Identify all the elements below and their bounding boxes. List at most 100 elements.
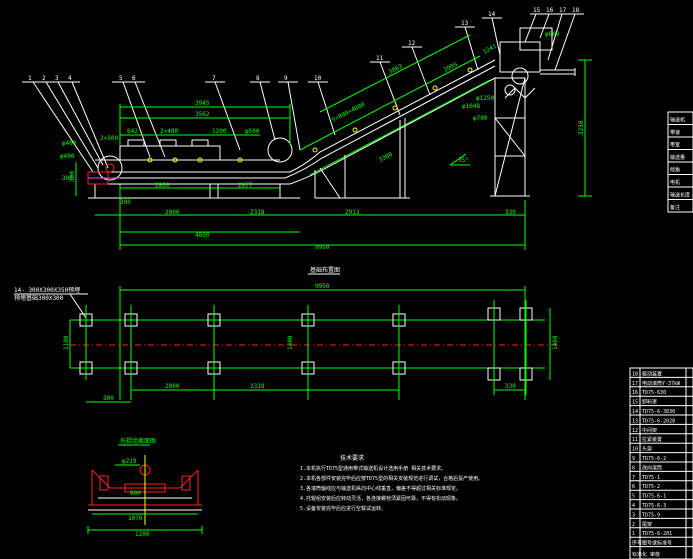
pulleys <box>97 67 529 181</box>
plan-dim-2318: 2318 <box>250 383 265 390</box>
bom-row-name: 电动滚筒Y-37kW <box>642 380 681 387</box>
balloon-11: 11 <box>376 55 384 62</box>
section-title: 托辊组截面图 <box>120 437 156 445</box>
bom-row-name: TD75-6-2028 <box>642 418 675 424</box>
bom-row-number: 13 <box>632 418 638 424</box>
part-balloons: 1 2 3 4 5 6 7 8 9 10 1 <box>22 7 584 173</box>
dimensions-incline: 3863 3995 φ1048 φ1250 1241 φ700 5×800=40… <box>319 34 498 166</box>
bend-pulley <box>267 137 293 163</box>
tech-title: 技术要求 <box>340 454 364 462</box>
dim-2x480: 2×480 <box>160 128 178 135</box>
balloon-12: 12 <box>408 40 416 47</box>
bom-row-name: 中间架 <box>642 427 657 434</box>
dim-left-300: 300 <box>69 171 76 182</box>
dim-3562: 3562 <box>195 111 210 118</box>
balloon-14: 14 <box>488 11 496 18</box>
balloon-3: 3 <box>55 75 59 82</box>
balloon-6: 6 <box>132 75 136 82</box>
dim-330: 330 <box>505 209 516 216</box>
idler-section: 托辊组截面图 φ219 800 1070 1200 <box>87 437 203 538</box>
balloon-8: 8 <box>256 75 260 82</box>
bom-row-number: 16 <box>632 390 638 396</box>
incline-angle: 35° <box>458 157 469 164</box>
dim-642: 642 <box>127 128 138 135</box>
dim-3250: 3250 <box>578 120 585 135</box>
bom-row-name: TD75-6-3030 <box>642 409 675 415</box>
balloon-1: 1 <box>28 75 32 82</box>
bom-row-name: TD75-6-2 <box>642 456 666 462</box>
bom-row-number: 12 <box>632 428 638 434</box>
balloon-18: 18 <box>572 7 580 14</box>
dim-9950: 9950 <box>315 244 330 251</box>
plan-dim-2800: 2800 <box>165 383 180 390</box>
dimensions-left: 300 φ400 <box>60 153 77 196</box>
bom-row-name: 图号或标准号 <box>642 540 672 547</box>
tail-detail <box>87 171 120 185</box>
bom-row-number: 11 <box>632 437 638 443</box>
plan-note-1: 14- 300X300X350预埋 <box>14 286 80 294</box>
foundation-pads <box>79 307 533 381</box>
tech-item-4: 4.托辊组安装后应转动灵活，各连接螺栓须紧固可靠，不得有松动现象。 <box>300 495 461 502</box>
bom-row-name: 拉紧装置 <box>642 436 662 443</box>
spec-row-label: 电机 <box>670 179 680 186</box>
bom-row-name: 卸料罩 <box>642 399 657 406</box>
dim-2800-a: 2800 <box>155 182 170 189</box>
bom-row-number: 6 <box>632 484 635 490</box>
dim-4800: 4800 <box>195 232 210 239</box>
bom-row-name: TD75-630 <box>642 390 666 396</box>
tech-item-1: 1.本机执行TD75型通用带式输送机设计选用手册 相关技术要求。 <box>300 465 446 472</box>
plan-dim-1460: 1460 <box>552 335 559 350</box>
plan-dim-1400: 1400 <box>287 335 294 350</box>
balloon-13: 13 <box>461 20 469 27</box>
dim-phi700: φ700 <box>473 115 488 122</box>
balloon-4: 4 <box>68 75 72 82</box>
bom-row-name: TD75-6-201 <box>642 531 672 537</box>
bom-row-number: 序号 <box>632 540 642 547</box>
dim-2318: 2318 <box>250 209 265 216</box>
dimensions-top: 3945 3562 642 2×480 1200 2×500 φ400 φ500… <box>62 100 291 182</box>
elevation-view: 1 2 3 4 5 6 7 8 9 10 1 <box>22 7 592 251</box>
bom-row-number: 5 <box>632 494 635 500</box>
dim-phi1250: φ1250 <box>476 95 494 102</box>
dim-1241: 1241 <box>482 43 498 56</box>
spec-row-label: 倾角 <box>670 167 680 174</box>
section-dim-phi219: φ219 <box>122 458 137 465</box>
section-dim-1070: 1070 <box>128 515 143 522</box>
tech-item-3: 3.各滚筒轴线应与输送机纵向中心线垂直，偏差不得超过相关标准规定。 <box>300 485 461 492</box>
bom-row-name: TD75-6-1 <box>642 494 666 500</box>
bom-row-number: 15 <box>632 400 638 406</box>
bom-row-number: 3 <box>632 512 635 518</box>
balloon-17: 17 <box>559 7 567 14</box>
tail-pulley <box>97 155 123 181</box>
balloon-2: 2 <box>42 75 46 82</box>
plan-dim-9950: 9950 <box>315 283 330 290</box>
plan-title: 基础布置图 <box>310 266 340 274</box>
dim-300-b: 300 <box>120 199 131 206</box>
bom-row-number: 14 <box>632 409 638 415</box>
dim-2000: 2000 <box>165 209 180 216</box>
bom-row-number: 7 <box>632 475 635 481</box>
plan-dim-1100: 1100 <box>63 335 70 350</box>
bom-row-number: 9 <box>632 456 635 462</box>
bom-row-number: 10 <box>632 447 638 453</box>
tech-item-2: 2.本机各部件安装完毕后应按TD75型的相关安装规范进行调试，合格后投产使用。 <box>300 475 483 482</box>
balloon-9: 9 <box>284 75 288 82</box>
plan-note-2: 预埋基础300X300 <box>14 294 64 302</box>
spec-row-label: 输送长度 <box>670 192 690 199</box>
bom-row-number: 2 <box>632 522 635 528</box>
dim-phi500: φ500 <box>245 128 260 135</box>
bom-row-name: TD75-6-3 <box>642 503 666 509</box>
bom-row-name: 头架 <box>642 446 652 453</box>
bom-row-name: 尾架 <box>642 522 652 528</box>
dim-1200: 1200 <box>212 128 227 135</box>
balloon-15: 15 <box>533 7 541 14</box>
bom-row-number: 18 <box>632 371 638 377</box>
dim-3945: 3945 <box>195 100 210 107</box>
bom-row-number: 17 <box>632 381 638 387</box>
dim-2x500: 2×500 <box>100 135 118 142</box>
section-dim-1200: 1200 <box>135 531 150 538</box>
bom-row-name: 驱动装置 <box>642 370 662 377</box>
plan-dim-330: 330 <box>505 383 516 390</box>
